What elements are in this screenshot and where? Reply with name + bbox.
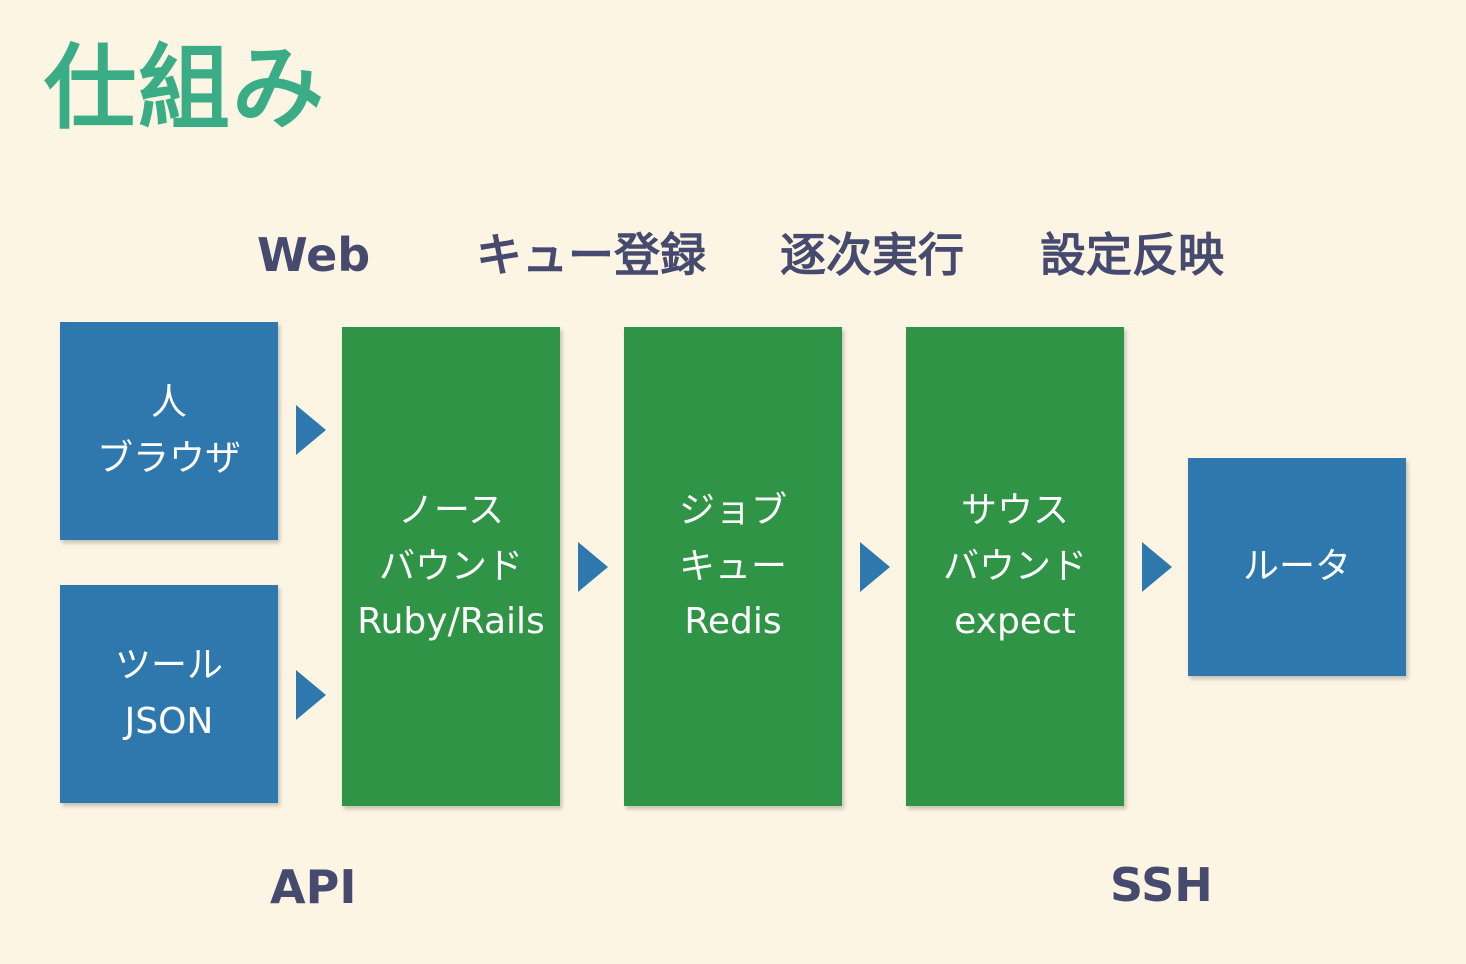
tool-source-box: ツール JSON [60, 585, 278, 803]
southbound-line3: expect [954, 601, 1076, 643]
northbound-line2: バウンド [378, 545, 523, 587]
job-queue-line2: キュー [678, 545, 787, 587]
arrow-right-icon [1142, 542, 1172, 592]
tool-source-line2: JSON [124, 701, 214, 742]
label-web: Web [257, 228, 371, 282]
browser-source-box: 人 ブラウザ [60, 322, 278, 540]
southbound-line1: サウス [960, 489, 1069, 531]
browser-source-line2: ブラウザ [96, 438, 241, 479]
router-box: ルータ [1188, 458, 1406, 676]
arrow-right-icon [296, 405, 326, 455]
label-sequential-execution: 逐次実行 [780, 228, 964, 282]
southbound-line2: バウンド [942, 545, 1087, 587]
label-apply-config: 設定反映 [1040, 228, 1224, 282]
job-queue-line1: ジョブ [678, 489, 787, 531]
page-title: 仕組み [44, 35, 327, 142]
browser-source-line1: 人 [150, 382, 187, 424]
northbound-line3: Ruby/Rails [357, 601, 545, 643]
job-queue-stage-box: ジョブ キュー Redis [624, 327, 842, 806]
label-ssh: SSH [1110, 858, 1213, 912]
job-queue-line3: Redis [684, 601, 782, 643]
label-api: API [270, 860, 357, 914]
arrow-right-icon [296, 670, 326, 720]
tool-source-line1: ツール [114, 645, 223, 687]
label-enqueue: キュー登録 [476, 228, 706, 282]
northbound-line1: ノース [397, 489, 505, 531]
southbound-stage-box: サウス バウンド expect [906, 327, 1124, 806]
arrow-right-icon [578, 542, 608, 592]
router-label: ルータ [1242, 546, 1351, 588]
northbound-stage-box: ノース バウンド Ruby/Rails [342, 327, 560, 806]
arrow-right-icon [860, 542, 890, 592]
